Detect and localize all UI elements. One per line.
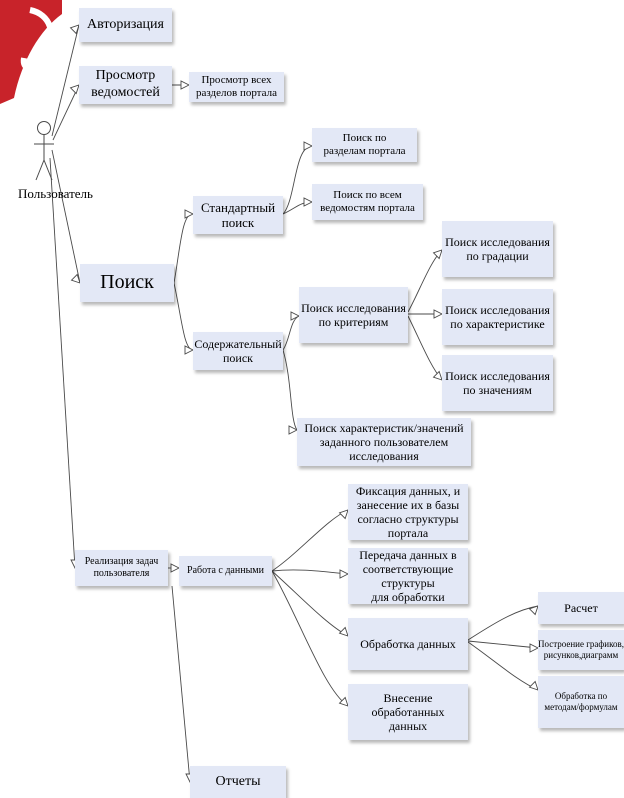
- content-search-box: Содержательный поиск: [193, 332, 283, 370]
- edge-tasks-data: [168, 563, 181, 573]
- search-by-values-box: Поиск исследования по значениям: [442, 355, 553, 411]
- actor-figure: [34, 121, 54, 181]
- edge-actor-view: [52, 84, 80, 141]
- watermark-fragment: [0, 0, 62, 104]
- process-data-box: Обработка данных: [348, 618, 468, 670]
- edge-process-calc: [467, 605, 539, 641]
- edge-criteria-gradation: [407, 249, 443, 313]
- reports-box: Отчеты: [190, 766, 286, 798]
- user-tasks-box: Реализация задач пользователя: [75, 550, 168, 586]
- edge-data-process: [271, 570, 349, 637]
- edge-criteria-char: [408, 309, 444, 319]
- transfer-data-box: Передача данных в соответствующие структ…: [348, 548, 468, 604]
- search-by-statements-box: Поиск по всем ведомостям портала: [312, 184, 423, 220]
- auth-box: Авторизация: [79, 8, 172, 42]
- search-box: Поиск: [80, 264, 174, 302]
- search-by-gradation-box: Поиск исследования по градации: [442, 221, 553, 277]
- edge-data-reports: [171, 585, 195, 784]
- edge-process-methods: [467, 641, 539, 691]
- search-by-sections-box: Поиск по разделам портала: [312, 128, 417, 162]
- search-characteristics-box: Поиск характеристик/значений заданного п…: [297, 418, 471, 466]
- edge-actor-tasks: [49, 157, 80, 570]
- edge-search-standard: [173, 209, 195, 284]
- edge-actor-auth: [51, 24, 80, 137]
- calculation-box: Расчет: [538, 592, 624, 624]
- charts-box: Построение графиков, рисунков,диаграмм: [538, 630, 624, 670]
- edge-actor-search: [51, 149, 81, 284]
- edge-criteria-values: [407, 315, 443, 381]
- edge-standard-statements: [282, 197, 314, 215]
- methods-box: Обработка по методам/формулам: [538, 676, 624, 728]
- view-statements-box: Просмотр ведомостей: [79, 66, 172, 104]
- edge-process-charts: [467, 640, 540, 653]
- fix-data-box: Фиксация данных, и занесение их в базы с…: [348, 484, 468, 540]
- actor-label: Пользователь: [18, 186, 93, 201]
- edge-content-criteria: [282, 311, 301, 351]
- search-by-criteria-box: Поиск исследования по критериям: [299, 287, 408, 343]
- view-sections-box: Просмотр всех разделов портала: [189, 72, 284, 102]
- connectors: [49, 24, 540, 784]
- edge-content-searchchar: [282, 349, 299, 435]
- edge-search-content: [173, 282, 195, 355]
- enter-processed-box: Внесение обработанных данных: [348, 684, 468, 740]
- edge-data-fix: [271, 509, 349, 572]
- edge-view-sections: [172, 80, 191, 90]
- edge-data-transfer: [271, 569, 350, 579]
- edge-data-enter: [271, 570, 349, 707]
- standard-search-box: Стандартный поиск: [193, 196, 283, 234]
- edge-standard-sections: [282, 141, 314, 215]
- search-by-characteristic-box: Поиск исследования по характеристике: [442, 289, 553, 345]
- work-with-data-box: Работа с данными: [179, 556, 272, 586]
